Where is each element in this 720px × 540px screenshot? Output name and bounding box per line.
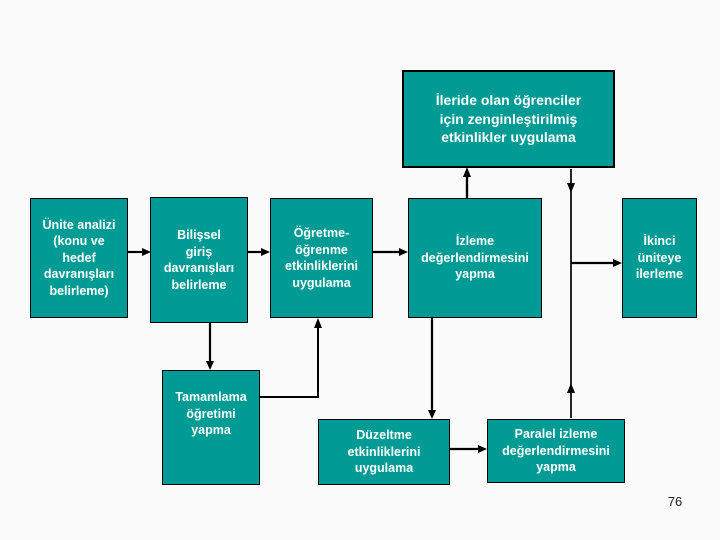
node-teaching-activities: Öğretme- öğrenme etkinliklerini uygulama [270,198,373,318]
line-enrichment-to-parallel-trunk [567,169,575,418]
arrowhead-parallel-up [567,383,575,393]
arrow-correction-to-parallel [450,445,487,453]
arrowhead-enrichment-down [567,183,575,193]
node-cognitive-entry-label: Bilişsel giriş davranışları belirleme [163,228,235,292]
arrow-completion-to-teaching [260,318,322,398]
arrow-trunk-to-next-unit [571,259,622,267]
node-correction-activities: Düzeltme etkinliklerini uygulama [318,419,450,485]
node-next-unit: İkinci üniteye ilerleme [622,198,697,318]
node-cognitive-entry: Bilişsel giriş davranışları belirleme [150,197,248,323]
arrow-cognitive-to-completion [206,323,214,370]
arrow-unit-to-cognitive [128,248,151,256]
node-monitoring-evaluation-label: İzleme değerlendirmesini yapma [421,234,529,282]
node-completion-teaching: Tamamlama öğretimi yapma [162,370,260,485]
node-enrichment-label: İleride olan öğrenciler için zenginleşti… [435,91,582,146]
arrow-teaching-to-monitoring [373,248,408,256]
node-correction-activities-label: Düzeltme etkinliklerini uygulama [347,428,421,476]
node-next-unit-label: İkinci üniteye ilerleme [635,234,684,282]
page-number: 76 [667,494,683,509]
node-parallel-evaluation: Paralel izleme değerlendirmesini yapma [487,419,625,483]
node-parallel-evaluation-label: Paralel izleme değerlendirmesini yapma [502,427,610,475]
node-unit-analysis: Ünite analizi (konu ve hedef davranışlar… [30,198,128,318]
node-unit-analysis-label: Ünite analizi (konu ve hedef davranışlar… [42,217,116,298]
node-enrichment: İleride olan öğrenciler için zenginleşti… [402,70,615,168]
node-monitoring-evaluation: İzleme değerlendirmesini yapma [408,198,542,318]
node-completion-teaching-label: Tamamlama öğretimi yapma [175,390,247,437]
node-teaching-activities-label: Öğretme- öğrenme etkinliklerini uygulama [285,226,358,290]
arrow-monitoring-to-correction [428,318,436,419]
arrow-cognitive-to-teaching [248,248,270,256]
arrow-monitoring-to-enrichment [463,167,471,198]
